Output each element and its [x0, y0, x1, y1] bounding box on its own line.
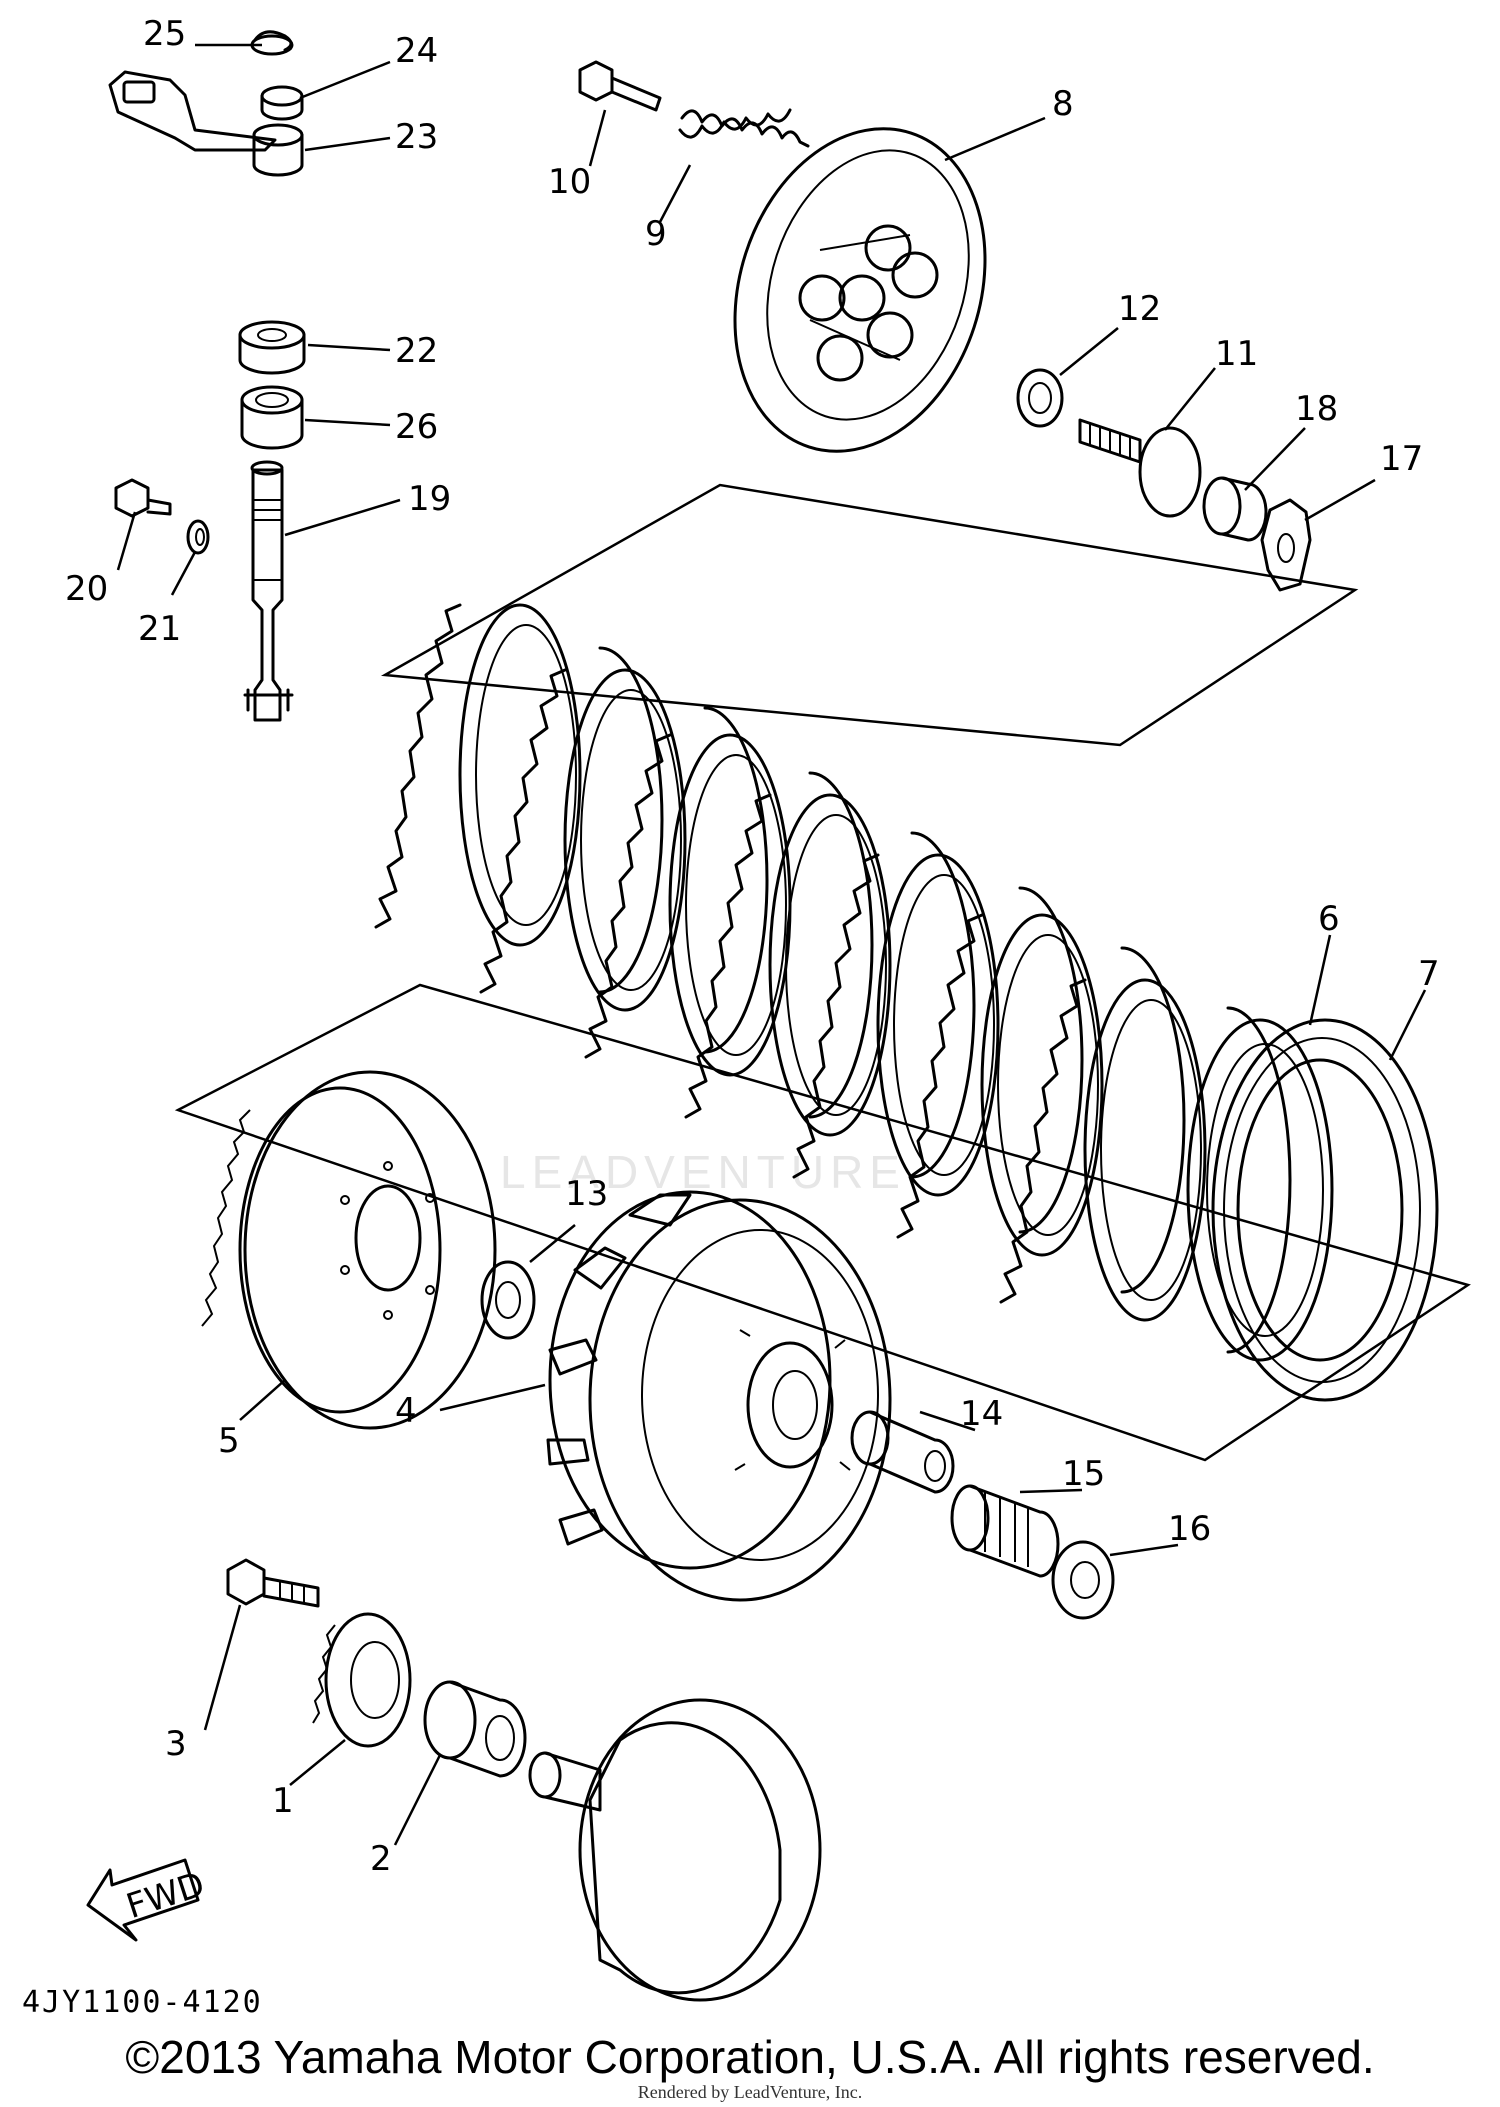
callout-18: 18	[1295, 389, 1338, 429]
callout-9: 9	[645, 214, 667, 254]
callout-1: 1	[272, 1781, 294, 1821]
bolt-3	[226, 1558, 320, 1608]
fwd-label: FWD	[122, 1864, 210, 1927]
bearing-22	[238, 320, 306, 375]
pressure-plate-8	[733, 127, 987, 453]
callout-8: 8	[1052, 84, 1074, 124]
watermark-text: LEADVENTURE	[500, 1146, 906, 1198]
nut-18	[1202, 476, 1268, 542]
callout-17: 17	[1380, 439, 1423, 479]
push-lever-shaft-19	[243, 460, 294, 722]
spring-9	[678, 108, 810, 148]
callout-16: 16	[1168, 1509, 1211, 1549]
callout-12: 12	[1118, 289, 1161, 329]
callout-6: 6	[1318, 899, 1340, 939]
callout-5: 5	[218, 1421, 240, 1461]
callout-15: 15	[1062, 1454, 1105, 1494]
lock-washer-17	[1260, 498, 1312, 592]
callout-24: 24	[395, 31, 438, 71]
callout-23: 23	[395, 117, 438, 157]
callout-22: 22	[395, 331, 438, 371]
washer-21	[186, 519, 210, 555]
leader-lines	[116, 43, 1427, 1846]
callout-7: 7	[1418, 954, 1440, 994]
bolt-20	[114, 478, 172, 518]
callout-20: 20	[65, 569, 108, 609]
primary-driven-gear-5	[201, 1070, 497, 1430]
callout-4: 4	[395, 1391, 417, 1431]
fwd-arrow-icon: FWD	[86, 1858, 210, 1942]
callout-2: 2	[370, 1839, 392, 1879]
callout-13: 13	[565, 1174, 608, 1214]
diagram-part-code: 4JY1100-4120	[22, 1985, 263, 2020]
clutch-boss-4	[546, 1190, 892, 1602]
push-rod-11	[1078, 418, 1202, 518]
plate-stack	[374, 483, 1359, 1354]
callout-14: 14	[960, 1394, 1003, 1434]
friction-plate-7	[1211, 1018, 1439, 1402]
plain-plate-6	[1186, 1018, 1334, 1362]
callout-21: 21	[138, 609, 181, 649]
callout-10: 10	[548, 162, 591, 202]
callout-26: 26	[395, 407, 438, 447]
rendered-by-notice: Rendered by LeadVenture, Inc.	[637, 2082, 863, 2102]
bolt-10	[578, 60, 662, 112]
callout-labels: 25 24 23 10 9 8 12 11 18 17 22 26 19 20 …	[65, 14, 1440, 1879]
push-lever-assembly	[108, 30, 304, 177]
needle-bearing-15	[950, 1484, 1060, 1578]
spacer-14	[850, 1410, 955, 1494]
callout-19: 19	[408, 479, 451, 519]
bushing-26	[240, 385, 304, 450]
callout-3: 3	[165, 1724, 187, 1764]
crankshaft	[528, 1698, 822, 2002]
thrust-washer-16	[1051, 1540, 1115, 1620]
washer-12	[1016, 368, 1064, 428]
callout-25: 25	[143, 14, 186, 54]
primary-drive-gear-1	[312, 1612, 412, 1748]
washer-13	[480, 1260, 536, 1340]
copyright-notice: ©2013 Yamaha Motor Corporation, U.S.A. A…	[125, 2031, 1375, 2083]
spacer-2	[423, 1680, 527, 1778]
callout-11: 11	[1215, 334, 1258, 374]
